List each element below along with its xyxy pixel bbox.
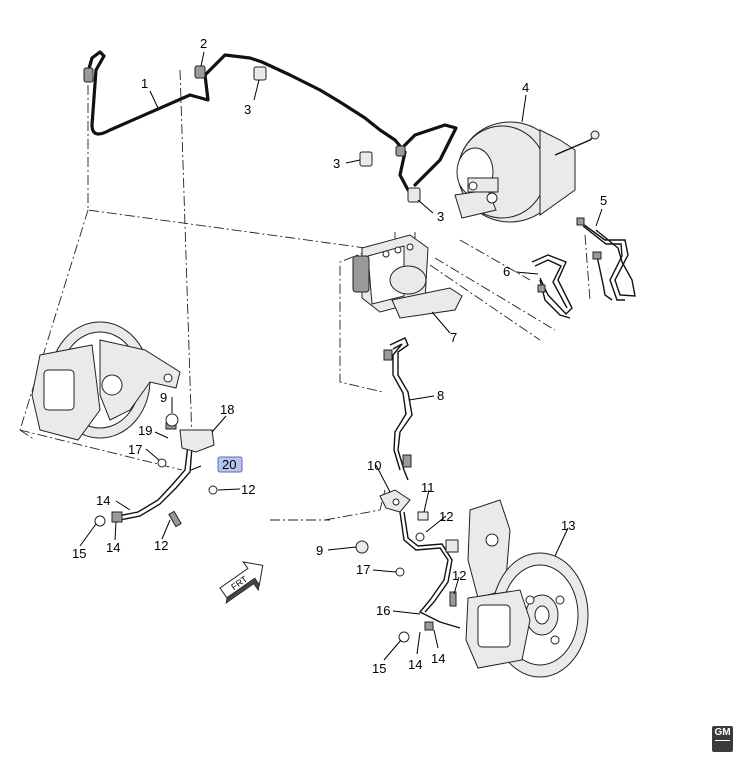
callouts: 1 2 3 3 3 4 5 6 7 8 9 9 10 11 12 12 12 1… bbox=[72, 36, 607, 676]
callout-5: 5 bbox=[600, 193, 607, 208]
callout-6: 6 bbox=[503, 264, 510, 279]
callout-9: 9 bbox=[160, 390, 167, 405]
callout-14: 14 bbox=[106, 540, 120, 555]
callout-3: 3 bbox=[333, 156, 340, 171]
callout-12: 12 bbox=[452, 568, 466, 583]
callout-12: 12 bbox=[241, 482, 255, 497]
callout-12: 12 bbox=[439, 509, 453, 524]
callout-20-highlight bbox=[217, 456, 243, 473]
callout-3: 3 bbox=[437, 209, 444, 224]
callout-3: 3 bbox=[244, 102, 251, 117]
callout-9: 9 bbox=[316, 543, 323, 558]
right-fasteners bbox=[355, 511, 457, 643]
callout-16: 16 bbox=[376, 603, 390, 618]
callout-2: 2 bbox=[200, 36, 207, 51]
callout-12: 12 bbox=[154, 538, 168, 553]
right-front-brake bbox=[465, 499, 589, 678]
brake-hose-16 bbox=[399, 511, 461, 629]
gm-logo-text: GM bbox=[714, 727, 731, 738]
left-brake-hose bbox=[94, 413, 218, 528]
callout-19: 19 bbox=[138, 423, 152, 438]
front-direction-indicator: FRT bbox=[219, 561, 264, 605]
callout-7: 7 bbox=[450, 330, 457, 345]
left-front-brake bbox=[31, 321, 181, 441]
brake-pipe-5 bbox=[576, 217, 636, 301]
callout-14: 14 bbox=[96, 493, 110, 508]
brake-pipe-8 bbox=[383, 337, 413, 481]
callout-10: 10 bbox=[367, 458, 381, 473]
gm-logo: GM bbox=[712, 726, 733, 752]
routing-lines bbox=[19, 69, 591, 521]
leader-lines bbox=[79, 51, 603, 661]
callout-1: 1 bbox=[141, 76, 148, 91]
brake-pipe-1 bbox=[83, 50, 458, 192]
callout-8: 8 bbox=[437, 388, 444, 403]
callout-18: 18 bbox=[220, 402, 234, 417]
hose-bracket-10 bbox=[379, 489, 411, 513]
callout-13: 13 bbox=[561, 518, 575, 533]
callout-15: 15 bbox=[72, 546, 86, 561]
abs-modulator bbox=[352, 234, 463, 319]
brake-booster bbox=[454, 121, 600, 223]
callout-17: 17 bbox=[356, 562, 370, 577]
pipe-clips bbox=[194, 65, 421, 203]
callout-15: 15 bbox=[372, 661, 386, 676]
callout-11: 11 bbox=[421, 480, 435, 495]
callout-17: 17 bbox=[128, 442, 142, 457]
brake-pipe-6 bbox=[531, 254, 573, 319]
callout-14: 14 bbox=[408, 657, 422, 672]
callout-20: 20 bbox=[222, 457, 236, 472]
callout-14: 14 bbox=[431, 651, 445, 666]
callout-4: 4 bbox=[522, 80, 529, 95]
